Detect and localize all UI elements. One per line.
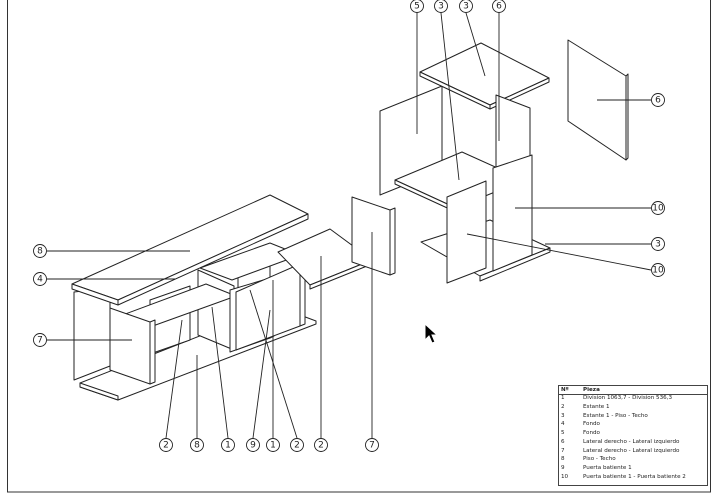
balloon-label: 6: [655, 96, 661, 106]
balloon-right-10b: [651, 263, 665, 277]
balloon-right-3: [651, 237, 665, 251]
table-row: 4 Fondo: [559, 421, 707, 430]
balloon-label: 6: [496, 2, 502, 12]
balloon-bot-7: [365, 438, 379, 452]
balloon-label: 5: [414, 2, 420, 12]
leader-lines: [47, 12, 652, 439]
balloon-label: 2: [294, 441, 300, 451]
parts-table-grid: Nº Pieza 1 Division 1063,7 - Division 536…: [559, 386, 707, 482]
balloon-left-7: [33, 333, 47, 347]
table-row: 6 Lateral derecho - Lateral izquierdo: [559, 438, 707, 447]
mouse-cursor-icon: [424, 323, 438, 344]
balloon-right-6: [651, 93, 665, 107]
balloon-label: 7: [369, 441, 375, 451]
row-piece: Fondo: [583, 421, 600, 428]
balloon-label: 3: [655, 240, 661, 250]
balloon-label: 8: [194, 441, 200, 451]
balloon-left-4: [33, 272, 47, 286]
balloon-label: 8: [37, 247, 43, 257]
row-piece: Estante 1 - Piso - Techo: [583, 412, 648, 419]
balloon-top-6: [492, 0, 506, 13]
balloon-bot-8: [190, 438, 204, 452]
balloon-bot-1a: [221, 438, 235, 452]
row-piece: Puerta batiente 1 - Puerta batiente 2: [583, 473, 686, 480]
row-piece: Estante 1: [583, 404, 610, 411]
row-piece: Piso - Techo: [583, 456, 616, 463]
row-no: 3: [561, 412, 565, 419]
parts-table: Nº Pieza 1 Division 1063,7 - Division 536…: [558, 385, 708, 486]
header-piece: Pieza: [581, 386, 707, 395]
row-no: 7: [561, 447, 565, 454]
balloon-top-3b: [459, 0, 473, 13]
table-row: 3 Estante 1 - Piso - Techo: [559, 412, 707, 421]
table-row: 7 Lateral derecho - Lateral izquierdo: [559, 447, 707, 456]
balloon-left-8: [33, 244, 47, 258]
table-row: 9 Puerta batiente 1: [559, 465, 707, 474]
row-piece: Fondo: [583, 430, 600, 437]
balloon-top-5: [410, 0, 424, 13]
header-no: Nº: [559, 386, 581, 395]
table-row: 10 Puerta batiente 1 - Puerta batiente 2: [559, 473, 707, 482]
balloon-label: 10: [652, 266, 664, 276]
row-no: 10: [561, 473, 569, 480]
table-row: 8 Piso - Techo: [559, 456, 707, 465]
balloon-top-3a: [434, 0, 448, 13]
table-row: 1 Division 1063,7 - Division 536,3: [559, 395, 707, 404]
balloon-bot-2b: [290, 438, 304, 452]
balloon-bot-2a: [159, 438, 173, 452]
balloon-label: 1: [270, 441, 276, 451]
row-piece: Lateral derecho - Lateral izquierdo: [583, 447, 680, 454]
balloon-bot-2c: [314, 438, 328, 452]
balloon-label: 4: [37, 275, 43, 285]
row-no: 9: [561, 464, 565, 471]
row-no: 4: [561, 421, 565, 428]
balloon-right-10a: [651, 201, 665, 215]
sheet-frame: [7, 0, 711, 493]
balloon-label: 7: [37, 336, 43, 346]
balloon-label: 2: [318, 441, 324, 451]
balloon-bot-9: [246, 438, 260, 452]
row-no: 2: [561, 404, 565, 411]
balloon-bot-1b: [266, 438, 280, 452]
row-no: 6: [561, 438, 565, 445]
row-piece: Lateral derecho - Lateral izquierdo: [583, 438, 680, 445]
balloons: [33, 0, 665, 452]
balloon-labels: 5 3 3 6 6 10 3 10 8 4 7 2 8 1 9 1 2 2 7: [37, 2, 664, 451]
row-piece: Division 1063,7 - Division 536,3: [583, 395, 673, 402]
table-row: 5 Fondo: [559, 430, 707, 439]
balloon-label: 1: [225, 441, 231, 451]
balloon-label: 2: [163, 441, 169, 451]
balloon-label: 3: [463, 2, 469, 12]
row-piece: Puerta batiente 1: [583, 464, 632, 471]
balloon-label: 9: [250, 441, 256, 451]
row-no: 5: [561, 430, 565, 437]
balloon-label: 10: [652, 204, 664, 214]
row-no: 8: [561, 456, 565, 463]
parts-table-header: Nº Pieza: [559, 386, 707, 395]
row-no: 1: [561, 395, 565, 402]
table-row: 2 Estante 1: [559, 404, 707, 413]
balloon-label: 3: [438, 2, 444, 12]
left-assembly: [71, 194, 396, 401]
